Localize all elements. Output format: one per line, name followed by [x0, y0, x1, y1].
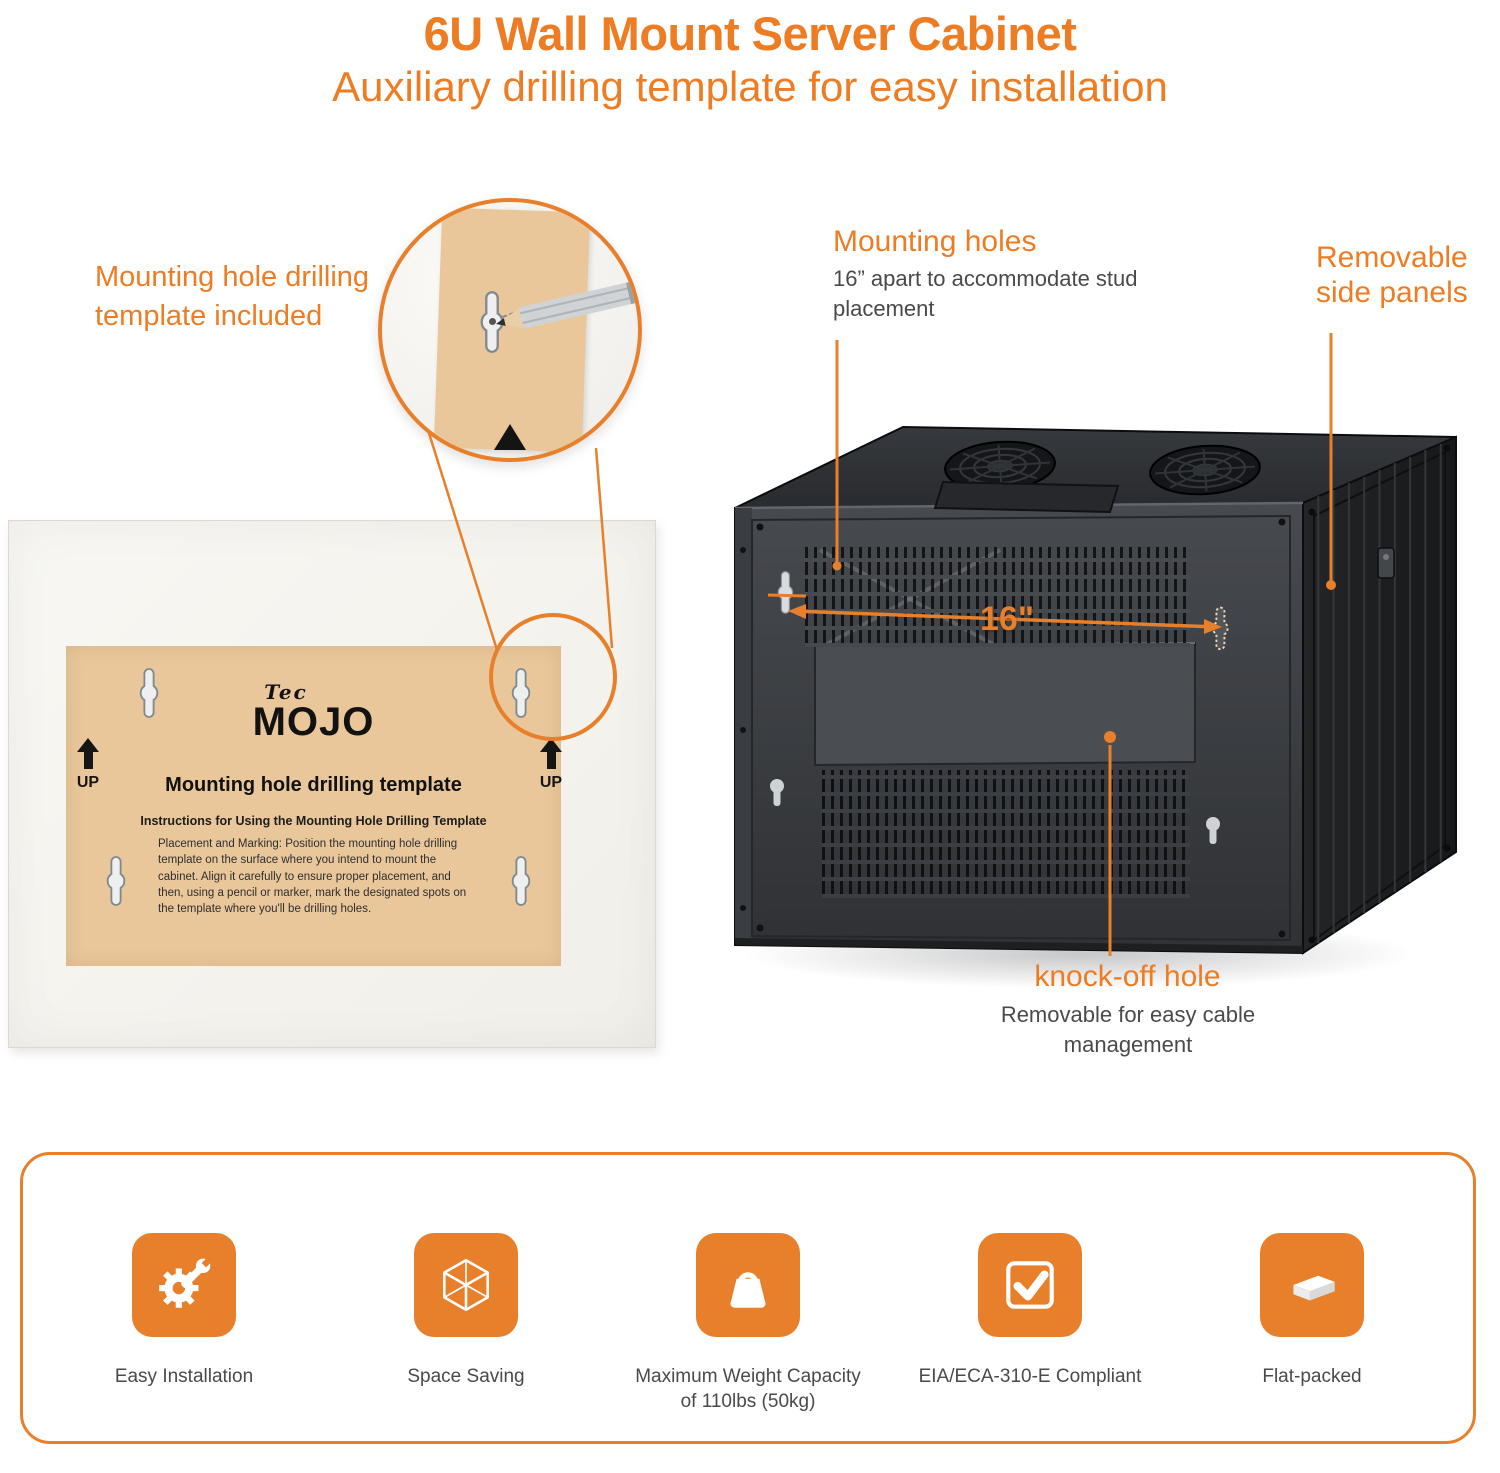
callout-mounting-holes-title: Mounting holes [833, 225, 1037, 258]
top-access-plate [933, 480, 1120, 514]
features-panel: Easy Installation Space Saving [20, 1152, 1476, 1444]
checkmark-icon [978, 1233, 1082, 1337]
dimension-label: 16" [980, 600, 1034, 638]
callout-mounting-holes-desc: 16” apart to accommodate stud placement [833, 266, 1138, 321]
up-arrow-icon [540, 738, 562, 752]
callout-knock-off-desc: Removable for easy cable management [1000, 1002, 1256, 1057]
instructions-title: Instructions for Using the Mounting Hole… [140, 814, 487, 828]
header: 6U Wall Mount Server Cabinet Auxiliary d… [0, 0, 1500, 111]
feature-label: Maximum Weight Capacity of 110lbs (50kg) [635, 1366, 861, 1412]
feature-compliant: EIA/ECA-310-E Compliant [889, 1155, 1171, 1441]
up-label: UP [76, 774, 100, 791]
flat-box-icon [1260, 1233, 1364, 1337]
keyhole-icon [1206, 817, 1220, 844]
knock-off-panel [814, 641, 1196, 767]
up-arrow-icon [494, 424, 526, 450]
vent-grille-lower [822, 770, 1190, 898]
page-subtitle: Auxiliary drilling template for easy ins… [332, 63, 1168, 110]
up-label: UP [539, 774, 563, 791]
weight-icon [696, 1233, 800, 1337]
instructions-body: Placement and Marking: Position the moun… [158, 838, 467, 916]
brand-script: Tec [264, 680, 308, 704]
pencil-dot [489, 318, 496, 325]
mounting-slot-icon [139, 668, 159, 718]
pencil-icon [496, 280, 638, 329]
feature-label: EIA/ECA-310-E Compliant [918, 1366, 1142, 1387]
fan-icon [1149, 444, 1261, 496]
mounting-slot-icon [511, 856, 531, 906]
sheet-heading: Mounting hole drilling template [165, 774, 462, 796]
feature-max-weight: Maximum Weight Capacity of 110lbs (50kg) [607, 1155, 889, 1441]
feature-label: Space Saving [407, 1366, 525, 1387]
brand-logo: Tec MOJO [231, 680, 396, 745]
keyhole-icon [770, 779, 784, 806]
fan-icon [944, 440, 1056, 492]
feature-label: Flat-packed [1262, 1366, 1362, 1387]
feature-flat-packed: Flat-packed [1171, 1155, 1453, 1441]
template-sheet: UP UP Tec MOJO Mounting hole drilling te… [66, 646, 562, 966]
feature-space-saving: Space Saving [325, 1155, 607, 1441]
brand-main: MOJO [252, 700, 375, 744]
mounting-slot-icon [106, 856, 126, 906]
page-title: 6U Wall Mount Server Cabinet [423, 7, 1077, 60]
feature-label: Easy Installation [114, 1366, 254, 1387]
callout-knock-off-title: knock-off hole [1034, 960, 1221, 993]
mounting-slot [777, 570, 794, 614]
callout-side-panels: Removable side panels [1316, 241, 1468, 310]
up-marker: UP [531, 738, 571, 792]
wrench-gear-icon [132, 1233, 236, 1337]
template-package: UP UP Tec MOJO Mounting hole drilling te… [8, 520, 656, 1048]
hinge-strip [735, 508, 752, 945]
side-latch [1377, 547, 1395, 579]
feature-easy-installation: Easy Installation [43, 1155, 325, 1441]
vent-grille-upper [805, 547, 1190, 647]
callout-template-included: Mounting hole drilling template included [95, 261, 370, 333]
cube-icon [414, 1233, 518, 1337]
up-arrow-icon [77, 738, 99, 752]
magnifier-circle [378, 198, 642, 462]
up-marker: UP [68, 738, 108, 792]
zoom-target-circle [489, 613, 617, 741]
